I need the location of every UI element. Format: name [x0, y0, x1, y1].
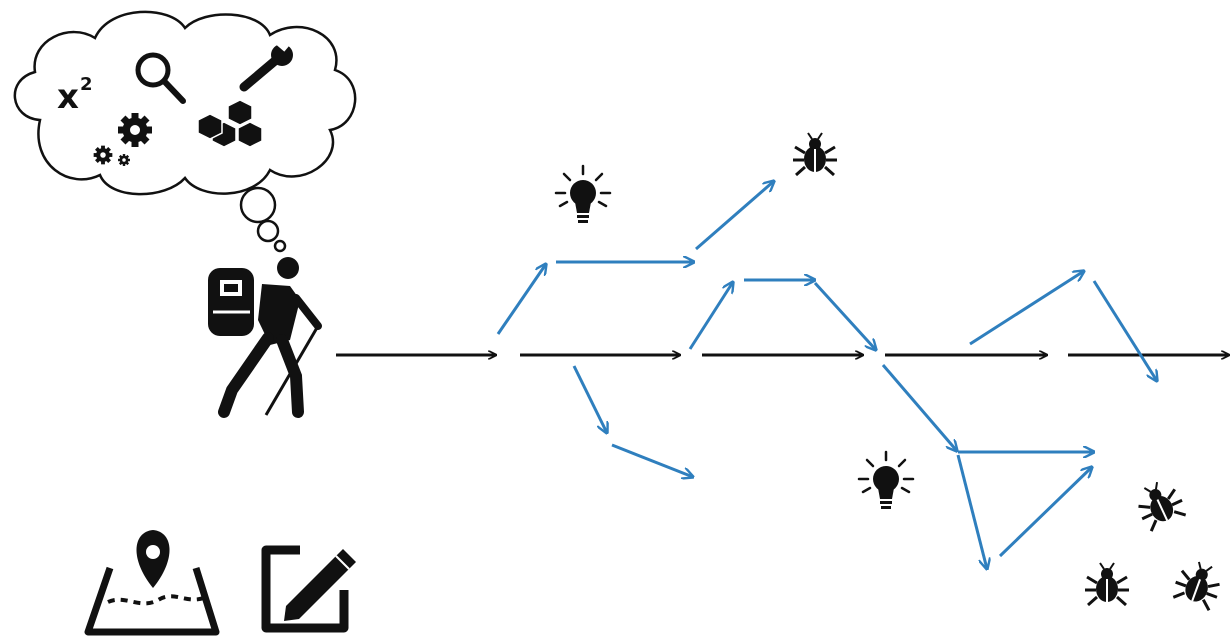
edit-note-icon — [261, 545, 356, 633]
branch-arrow — [688, 282, 733, 350]
map-pin-icon — [84, 530, 220, 636]
squared-x-icon: x 2 — [57, 74, 93, 117]
bug-icon — [1168, 555, 1228, 613]
thought-cloud: x 2 — [13, 10, 357, 253]
branch-arrow — [998, 467, 1092, 558]
branch-arrow — [813, 281, 876, 350]
wrench-icon — [239, 34, 294, 92]
exploration-branches — [496, 181, 1157, 569]
thought-bubble-large — [239, 186, 277, 224]
bug-icon — [1129, 474, 1190, 534]
svg-text:2: 2 — [80, 74, 93, 95]
magnifier-icon — [135, 52, 186, 104]
lightbulb-icon — [554, 164, 612, 225]
lightbulb-icon — [857, 450, 915, 511]
branch-arrow — [881, 364, 957, 451]
branch-arrow — [969, 271, 1084, 346]
branch-arrow — [1092, 280, 1157, 381]
branch-arrow — [695, 181, 774, 251]
bug-icon — [791, 131, 839, 177]
branch-arrow — [496, 264, 546, 335]
thought-bubble-medium — [256, 219, 280, 243]
hiker-icon — [208, 257, 322, 418]
bug-icon — [1083, 561, 1131, 607]
branch-arrow — [611, 443, 693, 477]
cubes-icon — [197, 99, 263, 148]
thought-bubble-small — [273, 239, 287, 253]
branch-arrow — [572, 365, 607, 433]
svg-text:x: x — [57, 77, 79, 117]
branch-arrow — [956, 454, 987, 569]
